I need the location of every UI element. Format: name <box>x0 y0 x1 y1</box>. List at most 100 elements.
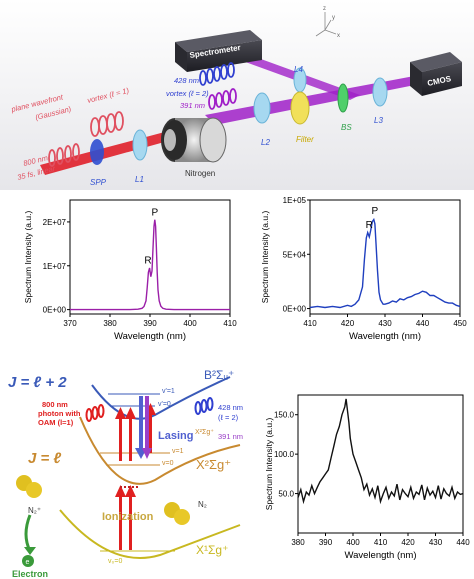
spectrometer-box <box>175 30 262 72</box>
lens-l3-label: L3 <box>374 116 383 125</box>
diagram-391nm-label: 391 nm <box>218 432 243 441</box>
x-tick-label: 410 <box>374 538 388 547</box>
x-tick-label: 380 <box>291 538 305 547</box>
nitrogen-tube <box>161 117 227 163</box>
x-state-label: X²Σg⁺ <box>196 457 231 472</box>
series-line <box>70 219 230 311</box>
gaussian-wavefront-icon <box>48 143 80 167</box>
spp-label: SPP <box>90 178 107 187</box>
v0-label: v=0 <box>162 460 174 467</box>
y-tick-label: 5E+04 <box>283 250 307 259</box>
lens-l2 <box>253 92 271 124</box>
vortex-428nm-label: 428 nm <box>174 76 199 85</box>
lens-l2-label: L2 <box>261 138 270 147</box>
diagram-428nm-label: 428 nm <box>218 403 243 412</box>
y-axis-label: Spectrum Intensity (a.u.) <box>23 211 33 304</box>
lens-l3 <box>372 77 388 107</box>
y-tick-label: 0E+00 <box>283 305 307 314</box>
series-line <box>309 217 461 309</box>
x-ion-curve <box>79 416 241 485</box>
series-line <box>297 398 464 505</box>
beam-splitter <box>337 83 349 113</box>
y-tick-label: 100.0 <box>274 450 295 459</box>
x-tick-label: 400 <box>346 538 360 547</box>
vortex-391nm-label: 391 nm <box>180 101 205 110</box>
peak-label: P <box>151 207 158 218</box>
x-tick-label: 440 <box>416 319 430 328</box>
photon-label-2: photon with <box>38 409 81 418</box>
y-axis-label: Spectrum Intensity (a.u.) <box>260 211 270 304</box>
diagram-l2-label: (ℓ = 2) <box>218 413 239 422</box>
peak-label: R <box>144 256 151 267</box>
axis-y-label: y <box>332 15 335 21</box>
x-axis-label: Wavelength (nm) <box>114 331 186 342</box>
vortex-428-helix-icon <box>199 62 235 86</box>
x1-state-label: X¹Σg⁺ <box>196 543 228 557</box>
electron-arrow-head <box>24 547 36 555</box>
setup-schematic: z y x Spectrometer CMOS Nitrogen SPP L1 … <box>0 0 474 190</box>
v1-top-label: v'=1 <box>162 388 175 395</box>
n2plus-molecule-icon <box>16 475 42 498</box>
pump-arrows <box>115 403 156 550</box>
y-tick-label: 150.0 <box>274 411 295 420</box>
lasing-arrow-391-head <box>142 448 152 459</box>
electron-symbol: e <box>26 559 30 566</box>
x-tick-label: 440 <box>456 538 470 547</box>
x-tick-label: 420 <box>341 319 355 328</box>
b-state-label: B²Σᵤ⁺ <box>204 368 234 382</box>
filter-label: Filter <box>296 135 314 144</box>
lens-l4-label: L4 <box>294 65 303 74</box>
x-tick-label: 430 <box>429 538 443 547</box>
j-top-label: J = ℓ + 2 <box>8 374 67 391</box>
x-tick-label: 390 <box>319 538 333 547</box>
filter <box>290 91 310 125</box>
y-tick-label: 1E+05 <box>283 196 307 205</box>
x-tick-label: 410 <box>303 319 317 328</box>
x-tick-label: 450 <box>453 319 467 328</box>
ionization-label: Ionization <box>102 511 154 523</box>
n2-label: N₂ <box>198 500 207 509</box>
vortex-l2-label: vortex (ℓ = 2) <box>166 89 209 98</box>
x-neutral-curve <box>59 509 241 559</box>
peak-label: P <box>372 206 379 217</box>
chart-428nm: 410 420 430 440 450 0E+00 5E+04 1E+05Wavelength… <box>260 196 467 342</box>
x-tick-label: 400 <box>183 319 197 328</box>
y-axis-label: Spectrum Intensity (a.u.) <box>264 418 274 511</box>
nitrogen-label: Nitrogen <box>185 169 215 178</box>
v1-label: v=1 <box>172 448 184 455</box>
vortex-l1-helix-icon <box>90 111 124 137</box>
x-tick-label: 390 <box>143 319 157 328</box>
n2plus-label: N₂⁺ <box>28 506 41 515</box>
y-tick-label: 0E+00 <box>43 306 67 315</box>
y-tick-label: 2E+07 <box>43 218 67 227</box>
x-tick-label: 370 <box>63 319 77 328</box>
lasing-arrow-428 <box>139 396 143 450</box>
lens-l1-label: L1 <box>135 175 144 184</box>
x-tick-label: 430 <box>378 319 392 328</box>
x-state-small-label: X²Σg⁺ <box>195 429 214 436</box>
lasing-label: Lasing <box>158 430 193 442</box>
vortex-391-helix-icon <box>208 88 237 110</box>
bs-label: BS <box>341 123 352 132</box>
x-axis-label: Wavelength (nm) <box>349 331 421 342</box>
peak-label: R <box>366 220 373 231</box>
output-helix-icon <box>194 397 214 415</box>
electron-icon <box>22 555 34 567</box>
v0-bottom-label: v₀=0 <box>108 558 122 565</box>
lens-l1 <box>132 129 148 161</box>
energy-level-diagram: J = ℓ + 2 J = ℓ 800 nm photon with OAM (… <box>8 368 470 579</box>
axis-x-label: x <box>337 33 340 39</box>
x-tick-label: 380 <box>103 319 117 328</box>
lasing-arrow-391 <box>145 396 149 450</box>
y-tick-label: 1E+07 <box>43 262 67 271</box>
j-mid-label: J = ℓ <box>28 450 61 467</box>
y-tick-label: 50.0 <box>278 490 294 499</box>
axes-triad <box>315 12 337 37</box>
v0-top-label: v'=0 <box>158 401 171 408</box>
spectra-charts: 370 380 390 400 410 0E+00 1E+07 2E+07Wavelength… <box>23 196 467 342</box>
plot-frame <box>297 394 464 534</box>
cmos-box <box>410 52 462 96</box>
photon-helix-icon <box>85 404 105 422</box>
